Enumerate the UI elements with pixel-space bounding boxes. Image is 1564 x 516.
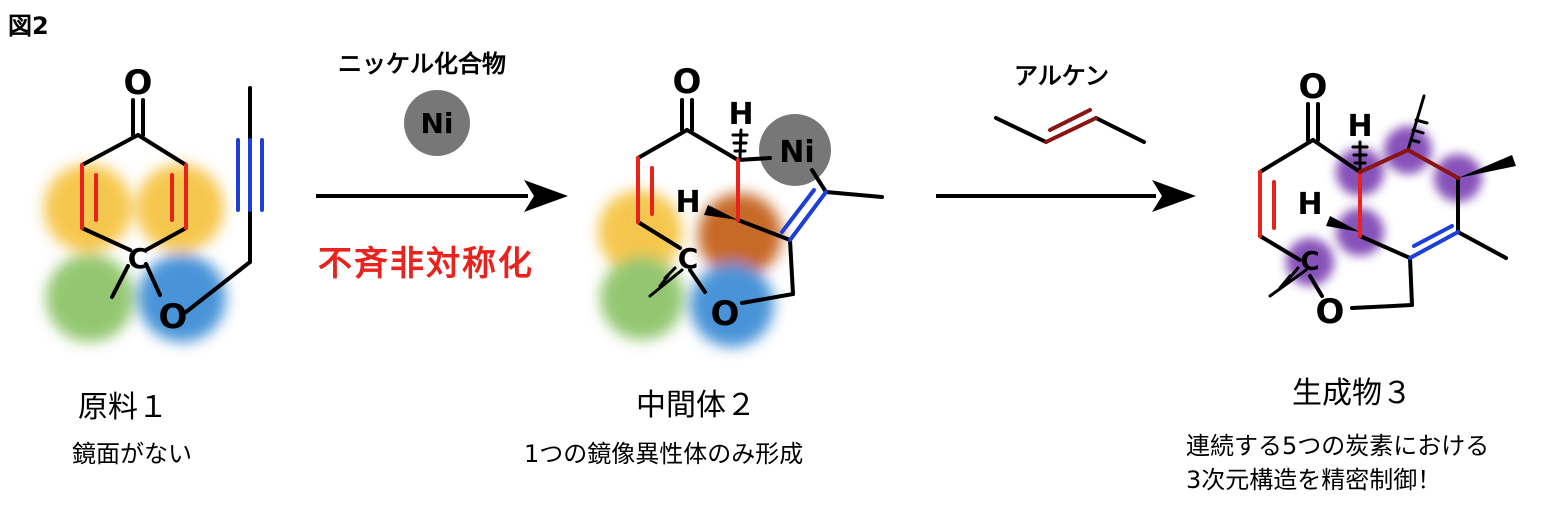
orbital-yellow — [598, 190, 682, 274]
ni-atom-label: Ni — [779, 135, 814, 170]
compound-3-structure: O H H C O — [1258, 67, 1516, 332]
ni-atom-circle — [759, 114, 831, 186]
oxygen-atom-label: O — [1299, 67, 1328, 107]
orbital-yellow-right — [136, 164, 224, 252]
compound-3-description-line-1: 連続する5つの炭素における — [1186, 432, 1490, 460]
orbital-green — [46, 254, 134, 342]
oxygen-atom-label: O — [673, 62, 702, 102]
oxygen-atom-label: O — [711, 294, 740, 334]
carbon-atom-label: C — [128, 242, 149, 275]
hydrogen-atom-label: H — [675, 185, 700, 220]
step1-arrow: Ni — [316, 90, 568, 212]
carbon-atom-label: C — [1300, 247, 1319, 277]
figure-title: 図2 — [8, 12, 49, 40]
ni-catalyst-circle — [404, 90, 470, 156]
step1-highlight-label: 不斉非対称化 — [318, 244, 534, 284]
oxygen-atom-label: O — [159, 297, 188, 337]
compound-1-label: 原料１ — [78, 390, 168, 425]
compound-3-label: 生成物３ — [1292, 376, 1412, 411]
hydrogen-atom-label: H — [1297, 187, 1322, 222]
compound-2-description: 1つの鏡像異性体のみ形成 — [524, 440, 804, 468]
ni-catalyst-symbol: Ni — [420, 107, 453, 140]
compound-2-structure: O H Ni H C O — [598, 62, 884, 347]
compound-1-structure: O C O — [44, 63, 264, 342]
hydrogen-atom-label: H — [728, 97, 753, 132]
hydrogen-atom-label: H — [1347, 109, 1372, 144]
oxygen-atom-label: O — [1316, 292, 1345, 332]
step2-reagent-label: アルケン — [1014, 62, 1110, 90]
step2-arrow — [936, 108, 1196, 212]
orbital-green — [600, 256, 684, 340]
step1-reagent-label: ニッケル化合物 — [338, 50, 506, 78]
orbital-blue — [690, 263, 774, 347]
alkene-structure — [994, 108, 1146, 144]
compound-1-description: 鏡面がない — [72, 440, 192, 468]
compound-2-label: 中間体２ — [636, 388, 756, 423]
carbon-atom-label: C — [678, 242, 699, 275]
orbital-yellow-left — [44, 164, 132, 252]
compound-3-description-line-2: 3次元構造を精密制御！ — [1186, 466, 1442, 494]
oxygen-atom-label: O — [124, 63, 153, 103]
orbital-blue — [138, 254, 226, 342]
